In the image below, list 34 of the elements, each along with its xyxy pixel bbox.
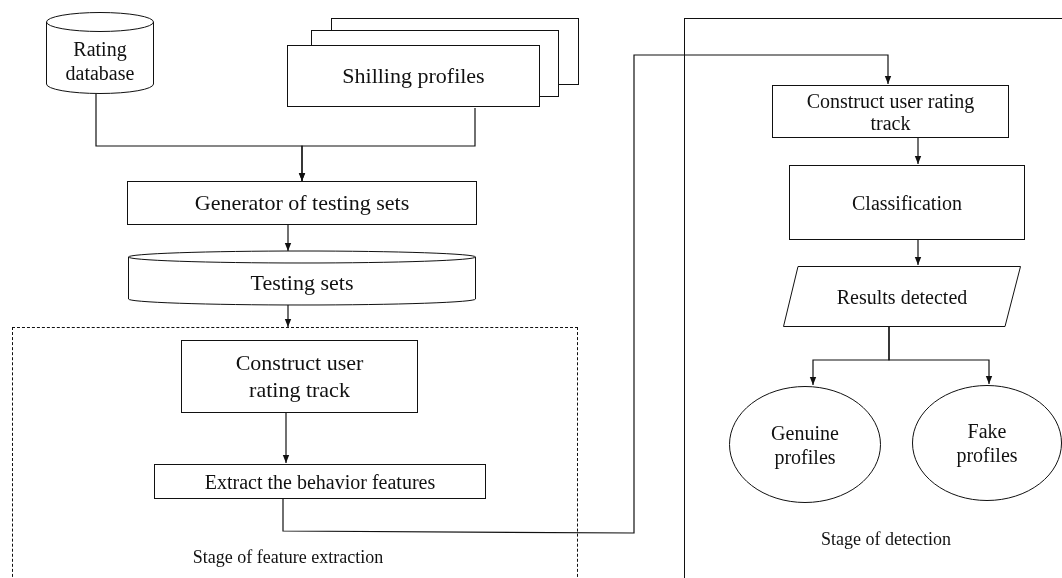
node-label: Shilling profiles <box>342 63 485 90</box>
node-label: Genuine profiles <box>770 420 840 469</box>
node-label: Rating database <box>64 37 136 85</box>
storage-cylinder <box>128 251 476 305</box>
node-label: Fake profiles <box>955 419 1019 467</box>
arrow <box>284 304 292 328</box>
arrow <box>888 325 993 385</box>
data-parallelogram <box>783 266 1021 327</box>
arrow <box>282 54 892 534</box>
process-box <box>789 165 1025 240</box>
result-ellipse <box>729 386 881 503</box>
arrow <box>282 411 290 464</box>
arrow <box>914 136 922 165</box>
node-label: Construct user rating track <box>234 350 365 403</box>
node-label: Results detected <box>836 284 968 309</box>
stage-group <box>684 18 1062 578</box>
stage-group <box>12 327 578 578</box>
node-label: Classification <box>852 190 962 215</box>
stage-label: Stage of detection <box>820 529 952 551</box>
node-label: Generator of testing sets <box>194 189 410 217</box>
stacked-document-box <box>287 18 579 108</box>
arrow <box>914 238 922 266</box>
node-label: Testing sets <box>250 269 354 297</box>
process-box <box>154 464 486 499</box>
arrow <box>298 107 476 182</box>
stage-label: Stage of feature extraction <box>191 547 385 569</box>
database-cylinder <box>46 12 154 94</box>
process-box <box>181 340 418 413</box>
node-label: Construct user rating track <box>805 89 976 134</box>
process-box <box>127 181 477 225</box>
node-label: Extract the behavior features <box>204 469 436 494</box>
process-box <box>772 85 1009 138</box>
result-ellipse <box>912 385 1062 501</box>
arrow <box>284 224 292 252</box>
